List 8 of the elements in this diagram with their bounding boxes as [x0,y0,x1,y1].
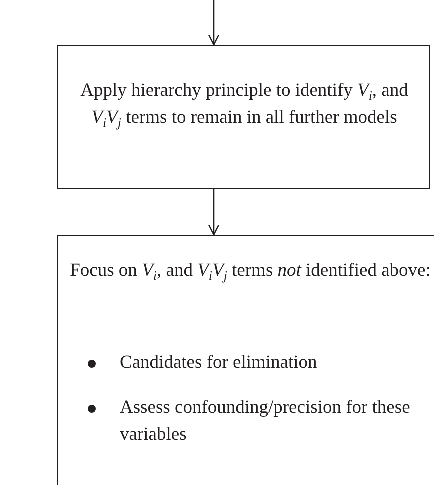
bullet-text: Assess confounding/precision for these variables [120,397,412,447]
arrow [208,0,220,46]
heading-text: Focus on V$_{i}$, and V$_{i}$V$_{j}$ terms not identified above: [69,260,432,285]
step-text: Apply hierarchy principle to identify V$_{i}$, and V$_{i}$V$_{j}$ terms to remain in all further models [80,80,410,132]
process-box [57,45,430,189]
process-box [57,235,434,485]
bullet-text: Candidates for elimination [120,352,318,375]
arrow [208,189,220,236]
